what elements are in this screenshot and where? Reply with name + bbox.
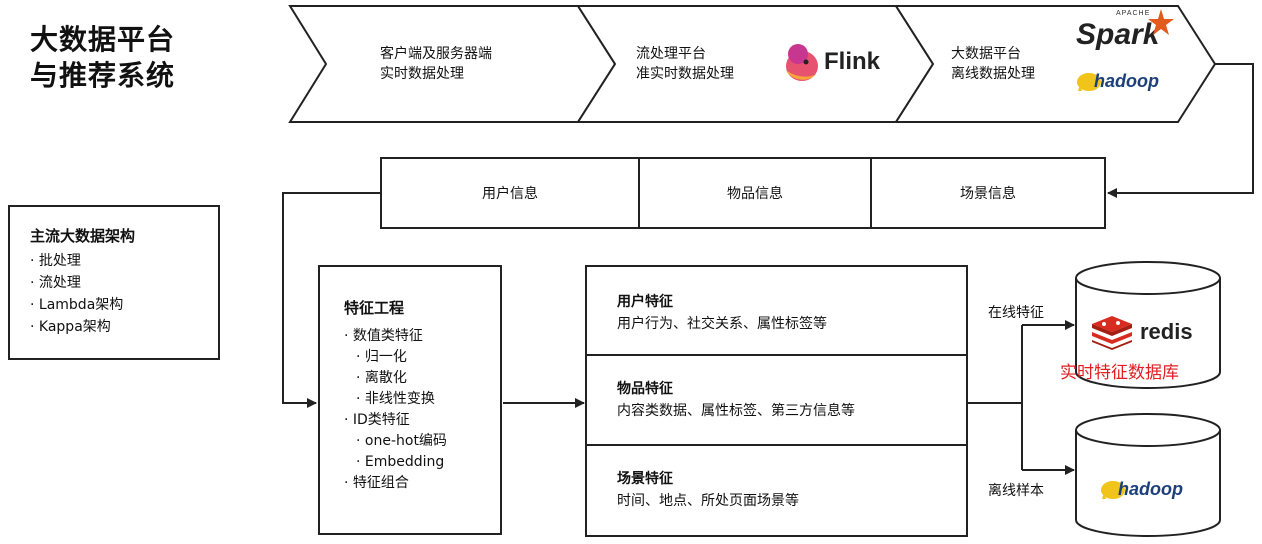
stage-2-line-1: 流处理平台 (636, 46, 706, 62)
feature-item-title: 物品特征 (617, 381, 673, 397)
redis-cylinder (1075, 261, 1221, 389)
features-box: 用户特征 用户行为、社交关系、属性标签等 物品特征 内容类数据、属性标签、第三方… (585, 265, 968, 537)
architecture-item: · 流处理 (30, 275, 81, 291)
pipeline-chevron-3 (894, 5, 1217, 123)
architecture-item: · Kappa架构 (30, 319, 111, 335)
fe-id: · ID类特征 (344, 412, 410, 428)
title-line-2: 与推荐系统 (30, 59, 176, 92)
feature-scene: 场景特征 时间、地点、所处页面场景等 (587, 446, 966, 512)
info-bar: 用户信息 物品信息 场景信息 (380, 157, 1106, 229)
title-line-1: 大数据平台 (30, 23, 176, 56)
pipeline-stage-2: 流处理平台 准实时数据处理 (636, 44, 734, 84)
fe-id-item: · Embedding (356, 454, 445, 470)
feature-user: 用户特征 用户行为、社交关系、属性标签等 (587, 267, 966, 356)
fe-numeric: · 数值类特征 (344, 328, 423, 344)
feature-item-desc: 内容类数据、属性标签、第三方信息等 (617, 403, 855, 419)
architecture-item: · 批处理 (30, 253, 81, 269)
stage-1-line-2: 实时数据处理 (380, 66, 464, 82)
architectures-box: 主流大数据架构 · 批处理 · 流处理 · Lambda架构 · Kappa架构 (8, 205, 220, 360)
feature-user-title: 用户特征 (617, 294, 673, 310)
feature-scene-title: 场景特征 (617, 471, 673, 487)
feature-engineering-box: 特征工程 · 数值类特征 · 归一化 · 离散化 · 非线性变换 · ID类特征… (318, 265, 502, 535)
pipeline-stage-1: 客户端及服务器端 实时数据处理 (380, 44, 492, 84)
page-title: 大数据平台 与推荐系统 (30, 22, 175, 94)
redis-caption: 实时特征数据库 (1060, 363, 1179, 383)
hadoop-logo-storage: hadoop (1100, 478, 1183, 500)
elephant-icon (1101, 481, 1125, 499)
feature-user-desc: 用户行为、社交关系、属性标签等 (617, 316, 827, 332)
spark-wordmark: Spark (1076, 18, 1160, 51)
architecture-item: · Lambda架构 (30, 297, 124, 313)
stage-3-line-1: 大数据平台 (951, 46, 1021, 62)
arrow-pipeline-to-info (1107, 63, 1254, 198)
fe-combo: · 特征组合 (344, 475, 409, 491)
squirrel-icon (786, 44, 818, 81)
spark-apache-label: APACHE (1116, 10, 1151, 17)
arrow-info-to-fe (282, 192, 380, 408)
hadoop-storage-wordmark: hadoop (1118, 478, 1183, 499)
flink-logo: Flink (782, 40, 880, 84)
info-item: 物品信息 (640, 159, 872, 227)
offline-samples-label: 离线样本 (988, 483, 1044, 499)
fe-numeric-item: · 离散化 (356, 370, 407, 386)
stage-2-line-2: 准实时数据处理 (636, 66, 734, 82)
spark-logo: APACHE Spark (1076, 8, 1176, 62)
stage-3-line-2: 离线数据处理 (951, 66, 1035, 82)
hadoop-wordmark: hadoop (1094, 70, 1159, 91)
fe-heading: 特征工程 (344, 299, 405, 317)
features-split-line (968, 325, 1023, 470)
redis-wordmark: redis (1140, 319, 1193, 344)
hadoop-logo-pipeline: hadoop (1076, 70, 1159, 92)
elephant-icon (1077, 73, 1101, 91)
pipeline-stage-3: 大数据平台 离线数据处理 (951, 44, 1035, 84)
redis-cube-icon (1092, 316, 1132, 350)
feature-scene-desc: 时间、地点、所处页面场景等 (617, 493, 799, 509)
fe-numeric-item: · 非线性变换 (356, 391, 435, 407)
fe-id-item: · one-hot编码 (356, 433, 447, 449)
hadoop-cylinder (1075, 413, 1221, 537)
stage-1-line-1: 客户端及服务器端 (380, 46, 492, 62)
info-user: 用户信息 (382, 159, 640, 227)
redis-logo: redis (1090, 314, 1193, 350)
flink-wordmark: Flink (824, 48, 881, 75)
fe-numeric-item: · 归一化 (356, 349, 407, 365)
architectures-heading: 主流大数据架构 (30, 227, 136, 245)
info-scene: 场景信息 (960, 186, 1016, 202)
online-features-label: 在线特征 (988, 305, 1044, 321)
spark-star-icon (1148, 9, 1174, 35)
feature-item: 物品特征 内容类数据、属性标签、第三方信息等 (587, 356, 966, 446)
